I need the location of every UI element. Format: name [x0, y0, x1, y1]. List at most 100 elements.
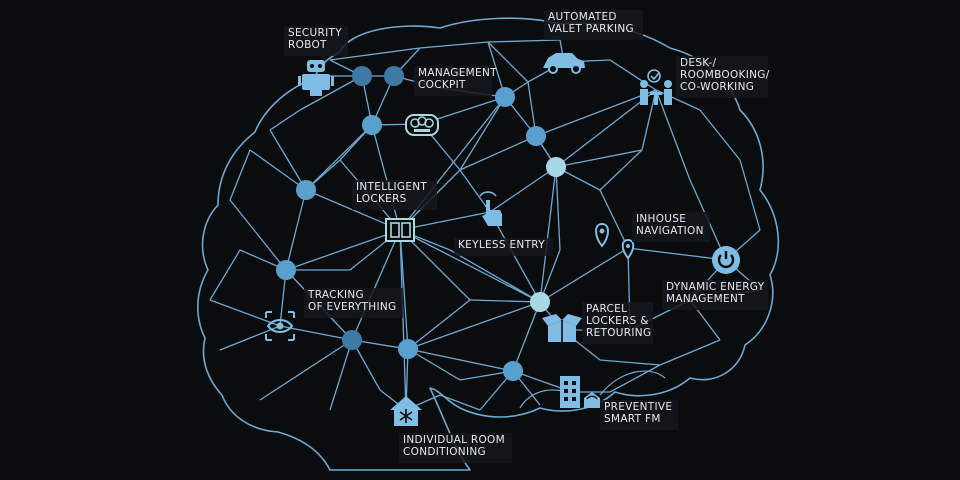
network-edge	[229, 199, 287, 271]
network-edge	[655, 89, 691, 181]
label-background	[600, 400, 678, 430]
network-edge	[269, 109, 301, 131]
label-line: NAVIGATION	[636, 225, 704, 237]
brain-outline	[197, 17, 780, 471]
network-nodes	[276, 66, 566, 381]
label-line: INTELLIGENT	[356, 181, 427, 193]
network-edge	[535, 89, 657, 137]
label-line: INDIVIDUAL ROOM	[403, 434, 505, 446]
label-line: INHOUSE	[636, 213, 686, 225]
label-line: CONDITIONING	[403, 446, 486, 458]
network-node	[276, 260, 296, 280]
network-edge	[609, 364, 661, 393]
label-line: PREVENTIVE	[604, 401, 672, 413]
network-edge	[305, 124, 373, 191]
network-edge	[269, 129, 307, 191]
label-line: ROBOT	[288, 39, 327, 51]
network-edge	[259, 339, 353, 401]
label-line: DYNAMIC ENERGY	[666, 281, 765, 293]
touch-hand-icon	[479, 191, 502, 226]
network-node	[384, 66, 404, 86]
network-edge	[229, 149, 251, 201]
label-background	[352, 180, 437, 210]
label-background	[632, 212, 710, 242]
network-edge	[209, 249, 241, 301]
network-edge	[329, 339, 353, 411]
network-node	[530, 292, 550, 312]
building-wifi-icon	[560, 376, 600, 408]
network-edge	[641, 89, 657, 151]
network-edge	[419, 41, 489, 49]
robot-icon	[298, 60, 334, 96]
lockers-icon	[385, 218, 415, 242]
label-background	[304, 288, 403, 318]
network-edge	[299, 75, 363, 111]
network-edge	[599, 359, 661, 366]
eye-tracking-icon	[265, 311, 295, 341]
label-background	[399, 433, 512, 463]
network-edge	[407, 299, 471, 350]
network-edge	[539, 166, 557, 303]
label-line: MANAGEMENT	[666, 293, 745, 305]
house-snowflake-icon	[390, 396, 422, 426]
label-line: KEYLESS ENTRY	[458, 239, 545, 251]
network-edge	[487, 39, 561, 43]
network-edge	[555, 89, 657, 168]
network-node	[495, 87, 515, 107]
network-edge	[285, 229, 401, 271]
network-edge	[469, 299, 541, 303]
network-edge	[655, 89, 701, 111]
label-line: COCKPIT	[418, 79, 466, 91]
network-node	[296, 180, 316, 200]
network-edge	[329, 47, 421, 61]
label-keyless-entry: KEYLESS ENTRY	[454, 238, 553, 256]
network-edge	[699, 109, 741, 161]
network-edge	[407, 348, 461, 381]
label-background	[676, 56, 768, 98]
label-line: CO-WORKING	[680, 81, 754, 93]
network-edge	[285, 189, 307, 271]
network-node	[362, 115, 382, 135]
location-pin-icon	[621, 238, 635, 260]
network-edge	[399, 229, 541, 303]
network-edge	[399, 229, 409, 350]
label-background	[454, 238, 553, 256]
network-edge	[599, 189, 629, 249]
label-line: LOCKERS	[356, 193, 407, 205]
label-background	[582, 302, 653, 344]
label-line: TRACKING	[307, 289, 364, 301]
network-edge	[555, 166, 561, 251]
network-edge	[407, 301, 541, 350]
network-edge	[399, 229, 407, 411]
network-edge	[627, 247, 727, 261]
network-edge	[407, 348, 514, 372]
label-line: DESK-/	[680, 57, 716, 69]
location-pin-icon	[595, 222, 609, 248]
label-line: RETOURING	[586, 327, 651, 339]
network-edge	[219, 325, 281, 351]
network-edge	[599, 149, 643, 191]
network-edge	[279, 325, 353, 341]
network-edge	[739, 159, 761, 231]
network-edge	[487, 41, 529, 83]
network-edge	[459, 169, 491, 213]
label-line: SMART FM	[604, 413, 661, 425]
meeting-people-icon	[640, 69, 672, 105]
label-line: VALET PARKING	[548, 23, 634, 35]
label-line: OF EVERYTHING	[308, 301, 396, 313]
network-edge	[371, 124, 401, 231]
dashboard-icon	[405, 114, 439, 136]
network-node	[526, 126, 546, 146]
car-icon	[543, 53, 585, 74]
label-background	[284, 26, 348, 56]
network-edge	[439, 394, 481, 411]
